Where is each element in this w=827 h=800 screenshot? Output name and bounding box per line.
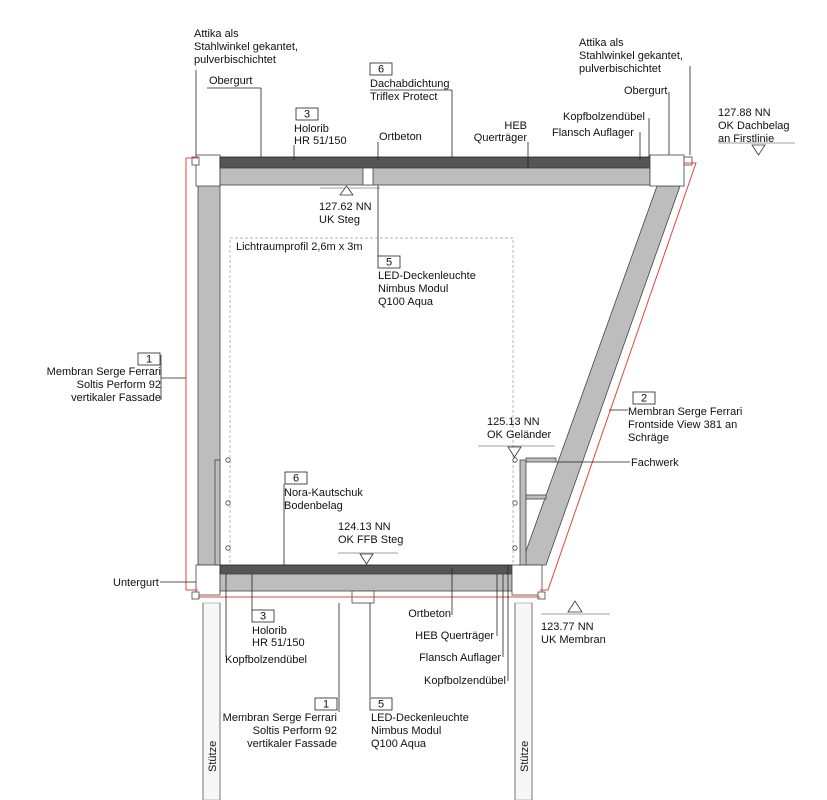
led-top-line1: LED-Deckenleuchte: [378, 270, 476, 282]
membrane-left-line3: vertikaler Fassade: [71, 392, 161, 404]
sloped-wall: [520, 185, 681, 566]
top-left-node: [195, 154, 221, 187]
led-bottom-line1: LED-Deckenleuchte: [371, 712, 469, 724]
support-label-right: Stütze: [519, 741, 531, 772]
attika-right-line1: Attika als: [579, 37, 624, 49]
untergurt-angle-left: [191, 591, 200, 600]
reference-number-boxes: 6 3 5 1 2 6 3 1 5: [137, 62, 656, 711]
roof-sealing-line1: Dachabdichtung: [370, 78, 450, 90]
membrane-bottom-line3: vertikaler Fassade: [247, 738, 337, 750]
level-top-line1: 127.88 NN: [718, 107, 771, 119]
membrane-bottom-line1: Membran Serge Ferrari: [223, 712, 337, 724]
led-bottom-line3: Q100 Aqua: [371, 738, 427, 750]
obergurt-right-label: Obergurt: [624, 85, 667, 97]
membrane-left-line2: Soltis Perform 92: [77, 379, 161, 391]
attika-left-line2: Stahlwinkel gekantet,: [194, 41, 298, 53]
clearance-profile-outline: [229, 237, 514, 566]
membrane-vertical: [185, 158, 198, 591]
ref-3-bottom: 3: [260, 611, 266, 623]
railing-right: [519, 459, 527, 566]
fachwerk-label: Fachwerk: [631, 457, 679, 469]
level-gelaender-line1: 125.13 NN: [487, 416, 540, 428]
attika-left-angle: [191, 156, 200, 166]
heb-bottom-label: HEB Querträger: [415, 630, 494, 642]
top-steg-web: [362, 167, 374, 186]
level-membrane-line2: UK Membran: [541, 634, 606, 646]
truss-top: [525, 457, 557, 463]
support-columns: [202, 602, 533, 800]
railing-left: [214, 459, 221, 566]
level-uksteg-line2: UK Steg: [319, 214, 360, 226]
roof-slab: [219, 167, 651, 186]
untergurt-angle-right: [537, 591, 546, 600]
level-membrane-line1: 123.77 NN: [541, 621, 594, 633]
ref-5-bottom: 5: [378, 699, 384, 711]
ref-1-left: 1: [146, 354, 152, 366]
level-ffb-line2: OK FFB Steg: [338, 534, 403, 546]
nora-line2: Bodenbelag: [284, 500, 343, 512]
ref-2-right: 2: [641, 393, 647, 405]
annotations: Attika als Stahlwinkel gekantet, pulverb…: [47, 28, 790, 772]
holorib-top-line1: Holorib: [294, 123, 329, 135]
support-label-left: Stütze: [207, 741, 219, 772]
heb-top-line1: HEB: [504, 120, 527, 132]
attika-right-line3: pulverbischichtet: [579, 63, 661, 75]
ortbeton-bottom-label: Ortbeton: [408, 608, 451, 620]
untergurt-label: Untergurt: [113, 577, 159, 589]
holorib-top-line2: HR 51/150: [294, 135, 347, 147]
nora-line1: Nora-Kautschuk: [284, 487, 363, 499]
bottom-right-node: [511, 564, 543, 596]
bottom-left-node: [195, 564, 221, 596]
led-top-line2: Nimbus Modul: [378, 283, 448, 295]
ortbeton-top-label: Ortbeton: [379, 131, 422, 143]
ref-6-bottom: 6: [293, 473, 299, 485]
kopfbolzen-top-label: Kopfbolzendübel: [563, 111, 645, 123]
flansch-top-label: Flansch Auflager: [552, 127, 634, 139]
ref-5-top: 5: [386, 257, 392, 269]
membrane-right-line1: Membran Serge Ferrari: [628, 406, 742, 418]
truss-mid: [525, 494, 547, 500]
attika-left-line1: Attika als: [194, 28, 239, 40]
holorib-bottom-line1: Holorib: [252, 625, 287, 637]
membranes: [185, 157, 697, 598]
clearance-profile-label: Lichtraumprofil 2,6m x 3m: [236, 241, 363, 253]
membrane-right-line3: Schräge: [628, 432, 669, 444]
led-top-line3: Q100 Aqua: [378, 296, 434, 308]
ref-6-top: 6: [378, 64, 384, 76]
membrane-left-line1: Membran Serge Ferrari: [47, 366, 161, 378]
membrane-bottom-line2: Soltis Perform 92: [253, 725, 337, 737]
level-top-line2: OK Dachbelag: [718, 120, 790, 132]
led-bottom-line2: Nimbus Modul: [371, 725, 441, 737]
ref-1-bottom: 1: [323, 699, 329, 711]
obergurt-left-label: Obergurt: [209, 75, 252, 87]
kopfbolzen-bottom-left-label: Kopfbolzendübel: [225, 654, 307, 666]
kopfbolzen-bottom-right-label: Kopfbolzendübel: [424, 675, 506, 687]
leader-lines: [160, 66, 691, 712]
attika-right-angle: [683, 156, 693, 166]
top-right-node: [649, 154, 685, 187]
heb-top-line2: Querträger: [474, 132, 528, 144]
ref-3-top: 3: [304, 109, 310, 121]
level-ffb-line1: 124.13 NN: [338, 521, 391, 533]
level-marks: [320, 142, 795, 615]
level-uksteg-line1: 127.62 NN: [319, 201, 372, 213]
floor-slab: [219, 573, 513, 592]
holorib-bottom-line2: HR 51/150: [252, 637, 305, 649]
attika-right-line2: Stahlwinkel gekantet,: [579, 50, 683, 62]
structure: [191, 154, 693, 604]
floor-covering: [219, 564, 513, 575]
flansch-bottom-label: Flansch Auflager: [419, 652, 501, 664]
roof-membrane: [219, 156, 651, 169]
roof-sealing-line2: Triflex Protect: [370, 91, 437, 103]
level-top-line3: an Firstlinie: [718, 133, 774, 145]
attika-left-line3: pulverbischichtet: [194, 54, 276, 66]
membrane-sloped: [540, 162, 697, 591]
membrane-right-line2: Frontside View 381 an: [628, 419, 737, 431]
level-gelaender-line2: OK Geländer: [487, 429, 552, 441]
